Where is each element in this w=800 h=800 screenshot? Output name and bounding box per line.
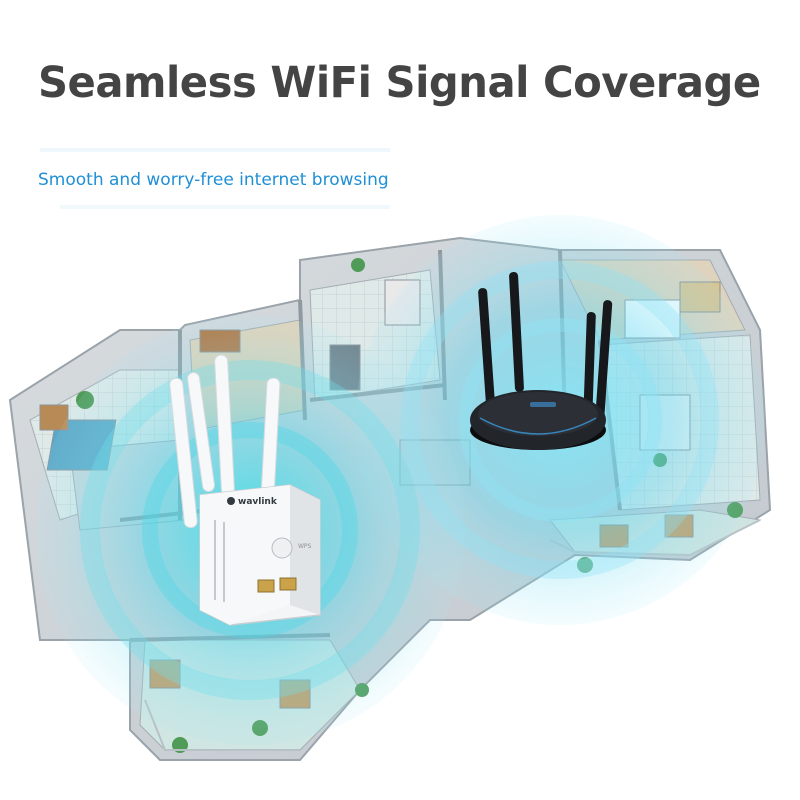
extender-wps-label: WPS xyxy=(298,543,312,550)
extender: WPS wavlink xyxy=(169,354,321,626)
router xyxy=(470,272,613,450)
background-strokes xyxy=(40,148,390,209)
page-subtitle: Smooth and worry-free internet browsing xyxy=(38,170,389,190)
wps-button-graphic xyxy=(271,537,293,559)
extender-brand-logo: wavlink xyxy=(238,497,278,507)
page-title: Seamless WiFi Signal Coverage xyxy=(38,58,761,108)
signal-coverage xyxy=(35,215,765,745)
